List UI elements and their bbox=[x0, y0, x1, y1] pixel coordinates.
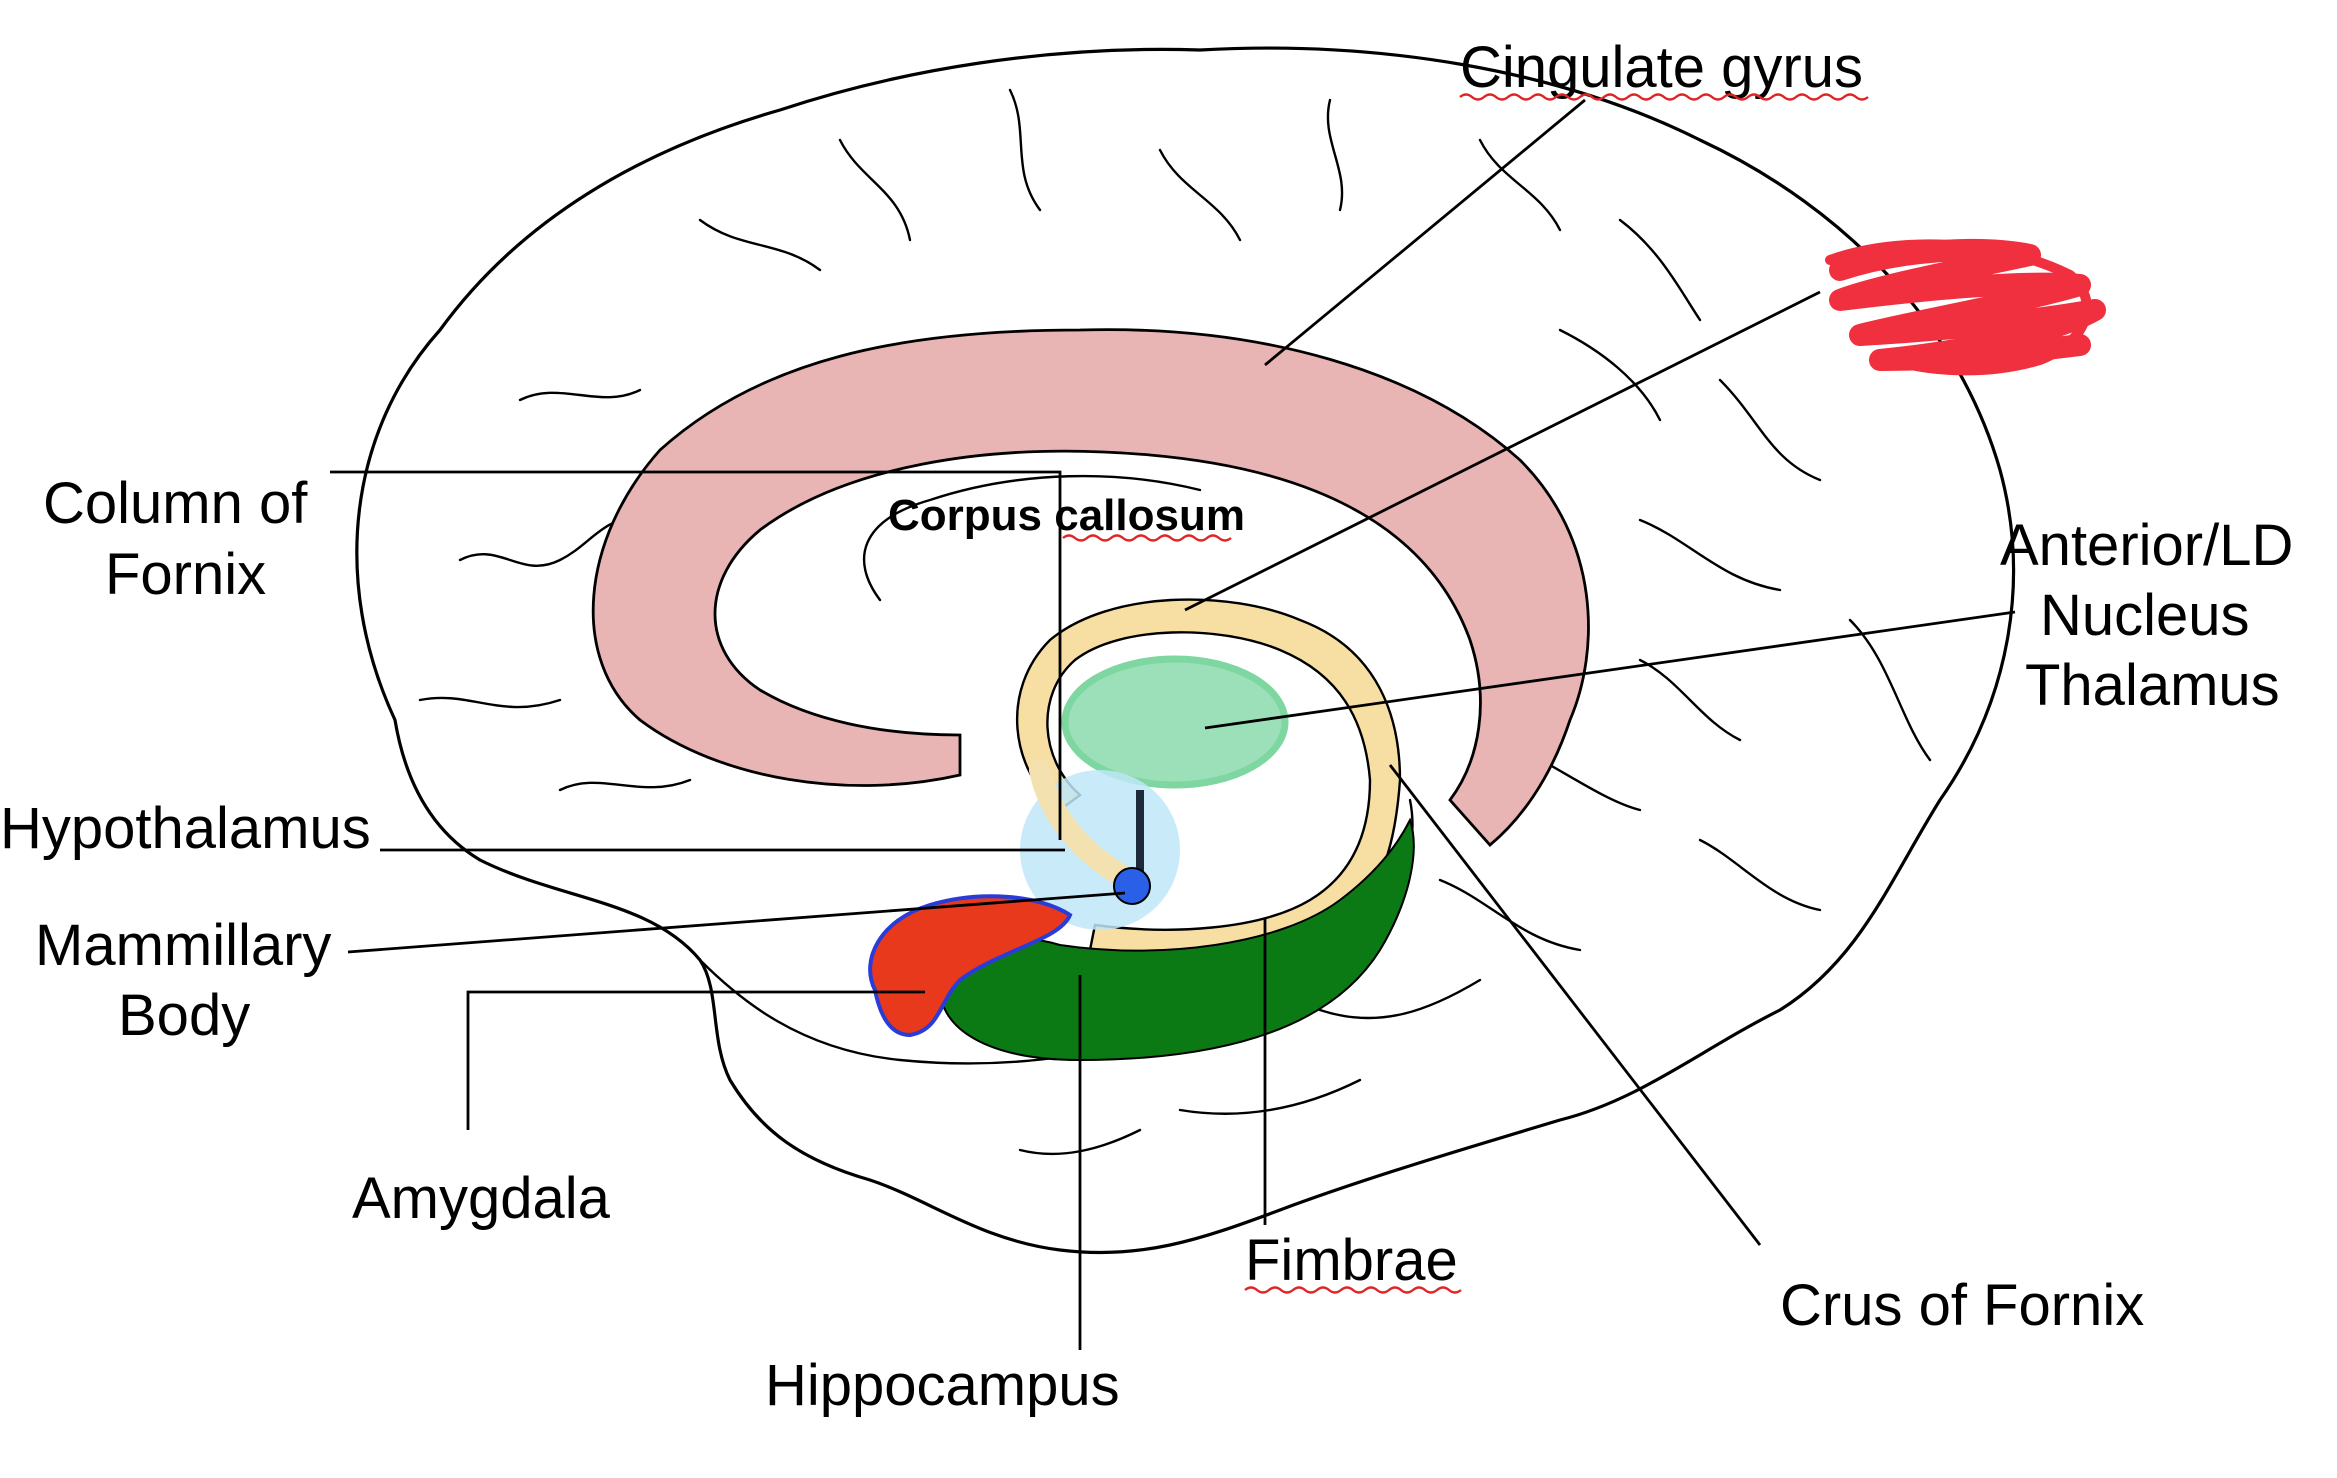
cingulate-gyrus-region bbox=[591, 328, 1590, 847]
red-scribble-redaction-icon bbox=[1825, 239, 2106, 376]
label-corpus-callosum: Corpus callosum bbox=[888, 491, 1245, 540]
spellcheck-cingulate bbox=[1459, 93, 1869, 101]
label-mammillary-1: Mammillary bbox=[35, 913, 331, 978]
mammillary-body-dot bbox=[1113, 867, 1151, 905]
label-hippocampus: Hippocampus bbox=[765, 1353, 1120, 1418]
spellcheck-callosum bbox=[1062, 534, 1232, 542]
label-anterior-ld-1: Anterior/LD bbox=[2000, 513, 2293, 578]
label-fimbrae: Fimbrae bbox=[1245, 1228, 1458, 1293]
label-column-of-fornix-2: Fornix bbox=[105, 542, 266, 607]
amygdala-region bbox=[868, 894, 1073, 1038]
thalamus-nucleus-region bbox=[1061, 655, 1289, 789]
label-cingulate-gyrus: Cingulate gyrus bbox=[1460, 35, 1863, 100]
label-anterior-ld-2: Nucleus bbox=[2040, 583, 2250, 648]
brain-outline bbox=[355, 46, 2016, 1255]
spellcheck-fimbrae bbox=[1244, 1286, 1462, 1294]
label-anterior-ld-3: Thalamus bbox=[2025, 653, 2280, 718]
label-column-of-fornix-1: Column of bbox=[43, 471, 308, 536]
leader-lines bbox=[330, 98, 2016, 1350]
label-crus-of-fornix: Crus of Fornix bbox=[1780, 1273, 2144, 1338]
label-mammillary-2: Body bbox=[118, 983, 250, 1048]
inner-outline-upper bbox=[863, 474, 1202, 602]
fornix-column-stem bbox=[1029, 759, 1141, 891]
label-amygdala: Amygdala bbox=[352, 1166, 611, 1231]
label-hypothalamus: Hypothalamus bbox=[0, 796, 371, 861]
